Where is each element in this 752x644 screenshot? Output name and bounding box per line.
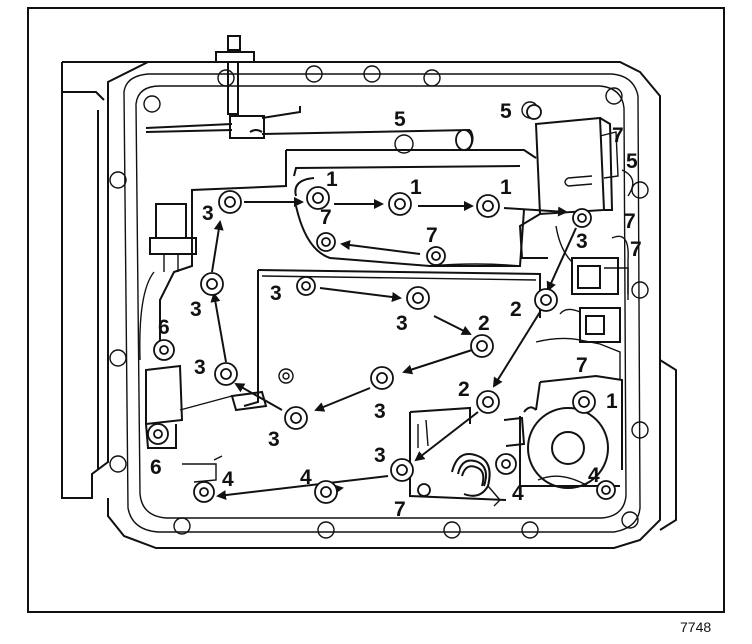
- callout-3: 3: [202, 202, 214, 225]
- bolt-3: [218, 190, 242, 214]
- bolt-1: [306, 186, 330, 210]
- callout-1: 1: [500, 176, 512, 199]
- callout-2: 2: [478, 312, 490, 335]
- sequence-arrow: [319, 287, 402, 302]
- bolt-7: [316, 232, 336, 252]
- callout-3: 3: [270, 282, 282, 305]
- callout-6: 6: [158, 316, 170, 339]
- sequence-arrow: [211, 220, 224, 273]
- sequence-arrow: [433, 315, 472, 335]
- callout-4: 4: [512, 482, 524, 505]
- sequence-arrow: [216, 475, 389, 501]
- callout-4: 4: [222, 468, 234, 491]
- callout-5: 5: [626, 150, 638, 173]
- sequence-arrow: [314, 387, 371, 412]
- bolt-6: [147, 423, 169, 445]
- bolt-4: [495, 453, 517, 475]
- bolt-3: [200, 272, 224, 296]
- callout-1: 1: [410, 176, 422, 199]
- callout-4: 4: [588, 464, 600, 487]
- callout-7: 7: [612, 124, 624, 147]
- bolt-4: [193, 481, 215, 503]
- callout-1: 1: [606, 390, 618, 413]
- callout-2: 2: [458, 378, 470, 401]
- callout-5: 5: [394, 108, 406, 131]
- callout-4: 4: [300, 466, 312, 489]
- bolt-2: [470, 334, 494, 358]
- bolt-5: [526, 104, 542, 120]
- bolt-3: [284, 406, 308, 430]
- bolts: [147, 104, 616, 504]
- bolt-1: [476, 194, 500, 218]
- sequence-arrow: [210, 292, 227, 363]
- sequence-arrow: [492, 311, 541, 388]
- case-outline: [61, 61, 677, 549]
- callout-3: 3: [194, 356, 206, 379]
- bolt-4: [314, 480, 338, 504]
- figure-border: [27, 7, 725, 613]
- callout-1: 1: [326, 168, 338, 191]
- sequence-arrow: [414, 411, 479, 462]
- bolt-4: [596, 480, 616, 500]
- bolt-6: [153, 339, 175, 361]
- sequence-arrows: [210, 197, 577, 501]
- callout-3: 3: [396, 312, 408, 335]
- callout-7: 7: [630, 238, 642, 261]
- bolt-1: [388, 192, 412, 216]
- sequence-arrow: [503, 206, 568, 217]
- callout-3: 3: [374, 444, 386, 467]
- callout-3: 3: [190, 298, 202, 321]
- callout-2: 2: [510, 298, 522, 321]
- bolt-3: [214, 362, 238, 386]
- bolt-7: [417, 483, 431, 497]
- sequence-arrow: [234, 383, 283, 411]
- bolt-3: [406, 286, 430, 310]
- sequence-arrow: [402, 349, 473, 375]
- callout-7: 7: [426, 224, 438, 247]
- callout-7: 7: [576, 354, 588, 377]
- bolt-7: [426, 246, 446, 266]
- callout-7: 7: [624, 210, 636, 233]
- callout-6: 6: [150, 456, 162, 479]
- bolt-5: [455, 129, 473, 151]
- bolt-2: [476, 390, 500, 414]
- bolt-3: [296, 276, 316, 296]
- bolt-3: [370, 366, 394, 390]
- valve-body-components: [139, 35, 634, 507]
- bolt-1: [572, 390, 596, 414]
- sequence-arrow: [546, 227, 577, 292]
- bolt-3: [534, 288, 558, 312]
- figure-number: 7748: [680, 619, 711, 635]
- callout-5: 5: [500, 100, 512, 123]
- callout-3: 3: [374, 400, 386, 423]
- bolt-3: [390, 458, 414, 482]
- case-holes: [109, 65, 649, 539]
- callout-7: 7: [394, 498, 406, 521]
- callout-3: 3: [576, 230, 588, 253]
- callouts: 1 1 1 1 2 2 2 3 3 3 3 3 3 3 3 3 4 4 4 4 …: [150, 100, 642, 521]
- callout-7: 7: [320, 206, 332, 229]
- bolt-3: [572, 208, 592, 228]
- callout-3: 3: [268, 428, 280, 451]
- sequence-arrow: [340, 240, 421, 255]
